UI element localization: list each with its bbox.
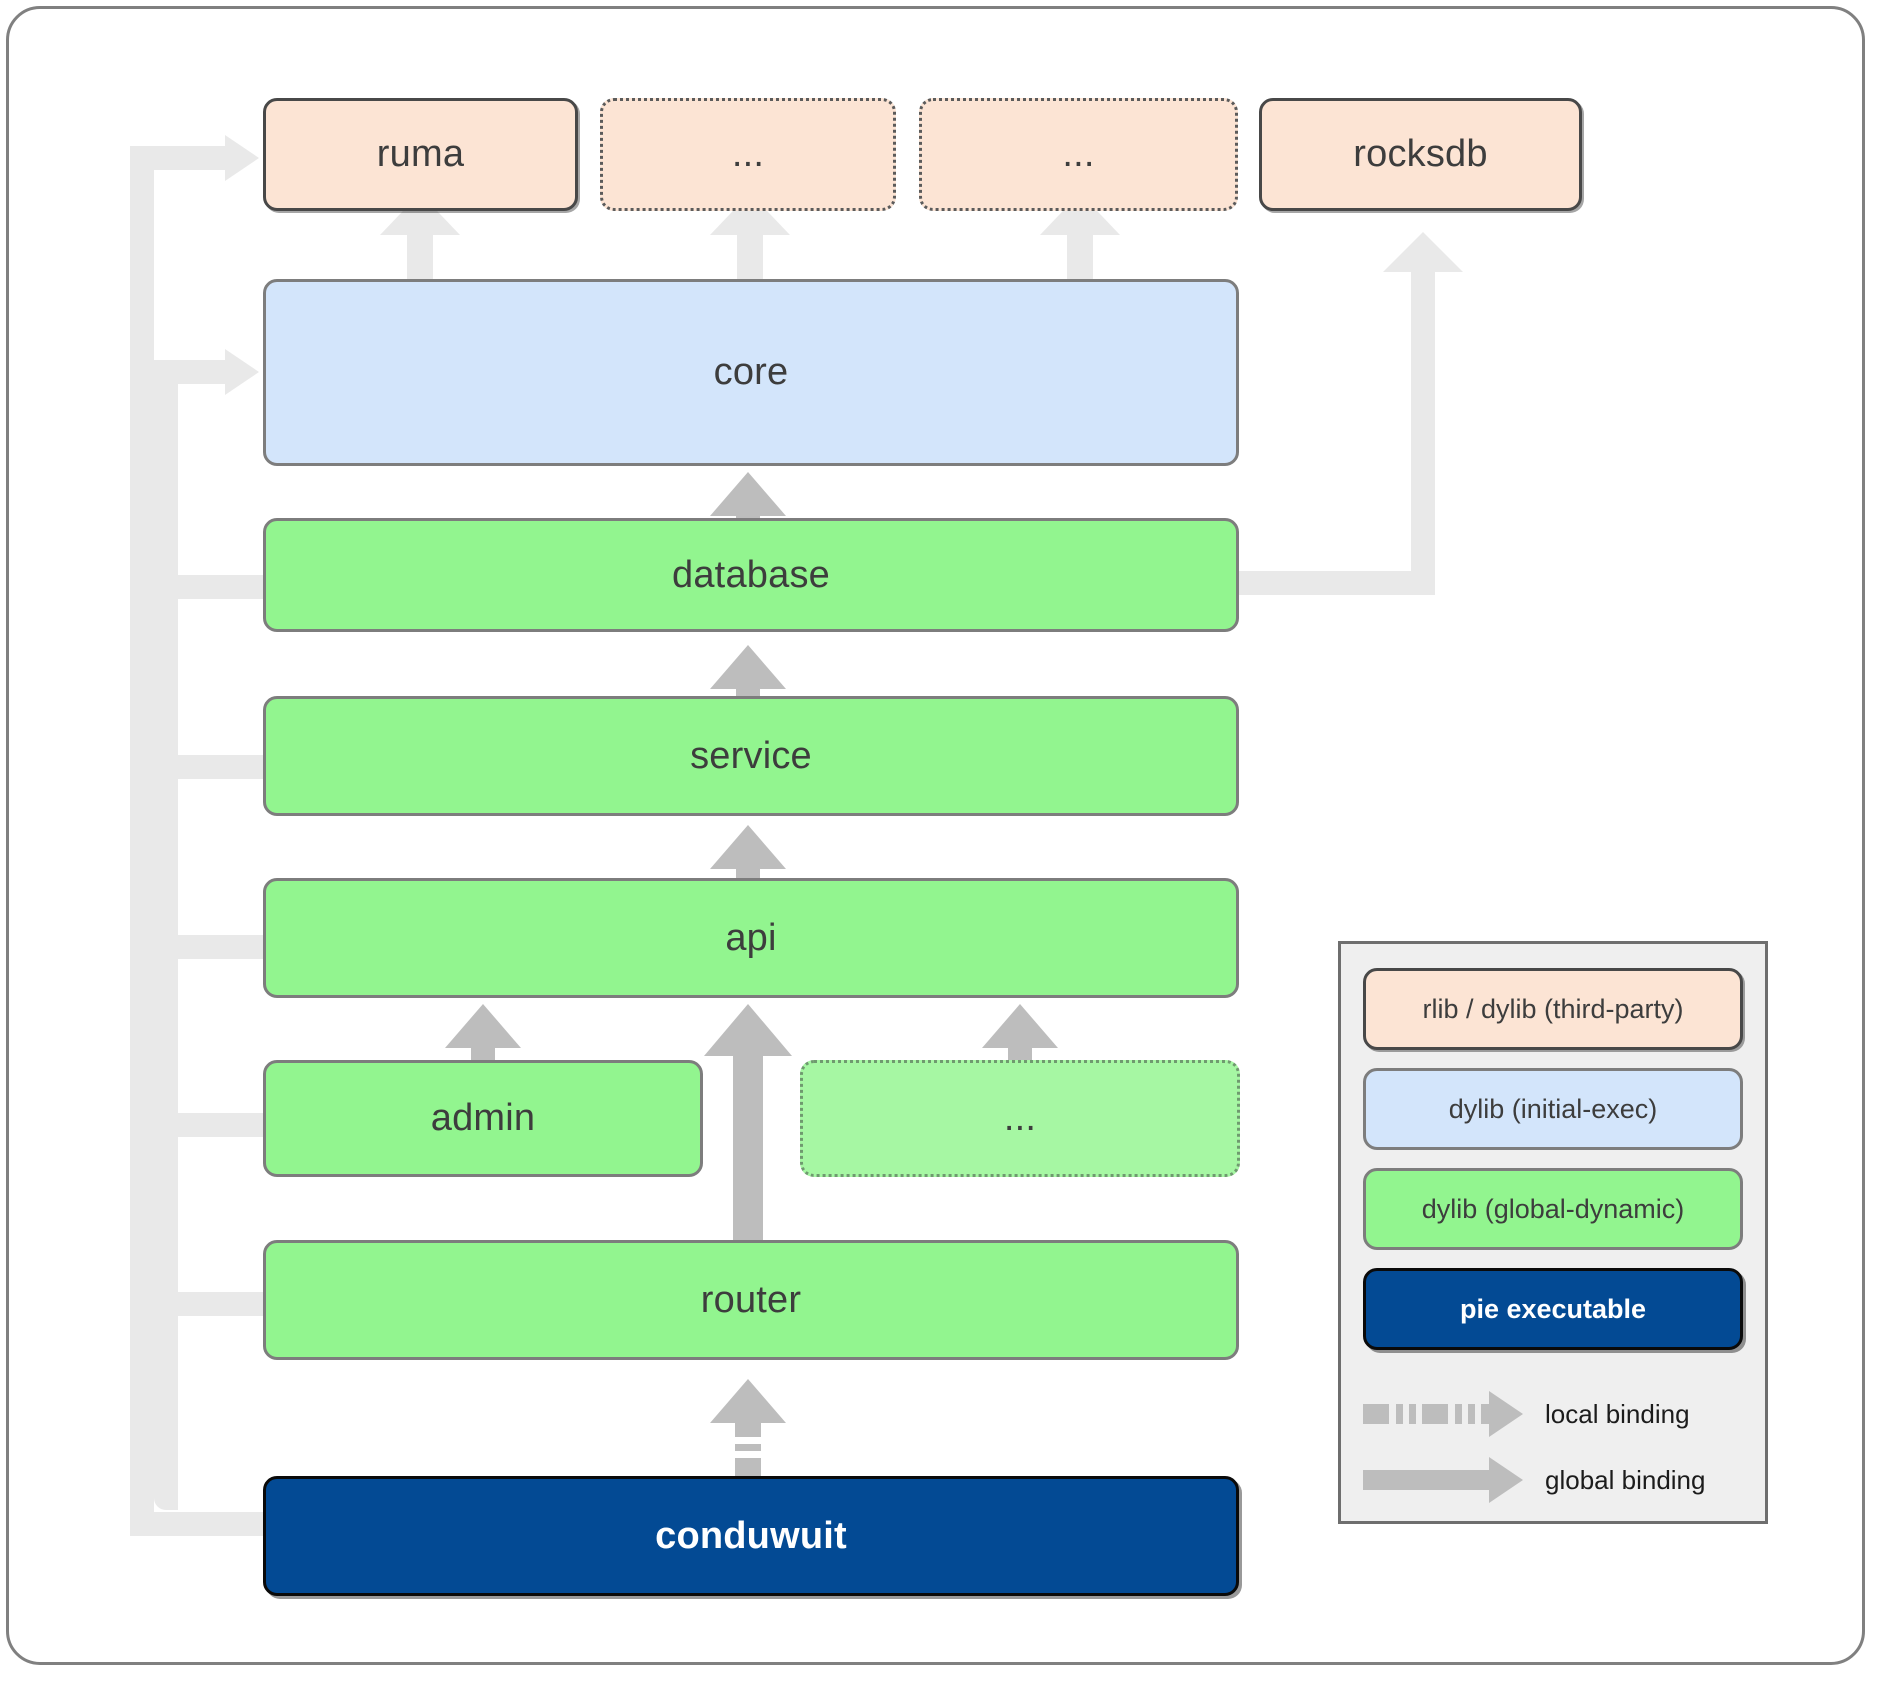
- legend-label: rlib / dylib (third-party): [1422, 993, 1684, 1024]
- node-third-party-placeholder-1[interactable]: ...: [600, 98, 896, 211]
- node-label: ...: [1062, 133, 1095, 175]
- node-label: ...: [1003, 1097, 1037, 1139]
- legend-swatch-third-party: rlib / dylib (third-party): [1363, 968, 1743, 1050]
- node-router[interactable]: router: [263, 1240, 1239, 1360]
- legend-label: local binding: [1545, 1398, 1690, 1429]
- node-label: core: [713, 351, 789, 393]
- node-label: ruma: [376, 133, 465, 175]
- bus-database-to-rocksdb-vertical: [1411, 258, 1435, 588]
- legend-swatch-pie-executable: pie executable: [1363, 1268, 1743, 1350]
- node-rocksdb[interactable]: rocksdb: [1259, 98, 1582, 211]
- bus-branch-api: [154, 935, 269, 959]
- legend-swatch-global-dynamic: dylib (global-dynamic): [1363, 1168, 1743, 1250]
- legend-label: pie executable: [1459, 1293, 1647, 1324]
- bus-branch-admin: [154, 1113, 269, 1137]
- node-conduwuit[interactable]: conduwuit: [263, 1476, 1239, 1596]
- arrow-conduwuit-to-router: [710, 1379, 786, 1478]
- node-database[interactable]: database: [263, 518, 1239, 632]
- node-label: router: [700, 1278, 802, 1321]
- node-label: rocksdb: [1353, 133, 1488, 175]
- bus-branch-ruma: [130, 146, 230, 170]
- node-label: admin: [430, 1097, 536, 1139]
- bus-trunk-outer: [130, 146, 154, 1536]
- node-admin[interactable]: admin: [263, 1060, 703, 1177]
- bus-branch-core: [154, 360, 230, 384]
- legend-row-local-binding: local binding: [1363, 1384, 1749, 1444]
- bus-branch-database: [154, 575, 269, 599]
- bus-branch-conduwuit: [130, 1512, 270, 1536]
- legend-label: dylib (global-dynamic): [1421, 1193, 1685, 1224]
- node-label: database: [672, 553, 830, 596]
- node-third-party-placeholder-2[interactable]: ...: [919, 98, 1238, 211]
- node-label: service: [690, 734, 812, 777]
- node-label: conduwuit: [655, 1514, 847, 1557]
- bus-arrowhead-ruma: [225, 135, 259, 181]
- arrow-database-to-rocksdb: [1383, 232, 1463, 272]
- global-binding-arrow-icon: [1363, 1457, 1523, 1503]
- bus-branch-service: [154, 755, 269, 779]
- node-service[interactable]: service: [263, 696, 1239, 816]
- node-api[interactable]: api: [263, 878, 1239, 998]
- bus-branch-router: [154, 1292, 269, 1316]
- local-binding-arrow-icon: [1363, 1391, 1523, 1437]
- node-label: api: [725, 916, 777, 959]
- node-label: ...: [731, 133, 765, 175]
- legend-swatch-initial-exec: dylib (initial-exec): [1363, 1068, 1743, 1150]
- legend-row-global-binding: global binding: [1363, 1450, 1749, 1510]
- node-core[interactable]: core: [263, 279, 1239, 466]
- legend-label: dylib (initial-exec): [1448, 1093, 1658, 1124]
- node-global-dynamic-placeholder[interactable]: ...: [800, 1060, 1240, 1177]
- bus-arrowhead-core: [225, 349, 259, 395]
- node-ruma[interactable]: ruma: [263, 98, 578, 211]
- bus-database-to-rocksdb-horizontal: [1235, 571, 1435, 595]
- arrow-router-to-api: [704, 1004, 792, 1252]
- legend-panel: rlib / dylib (third-party) dylib (initia…: [1338, 941, 1768, 1524]
- legend-label: global binding: [1545, 1464, 1706, 1495]
